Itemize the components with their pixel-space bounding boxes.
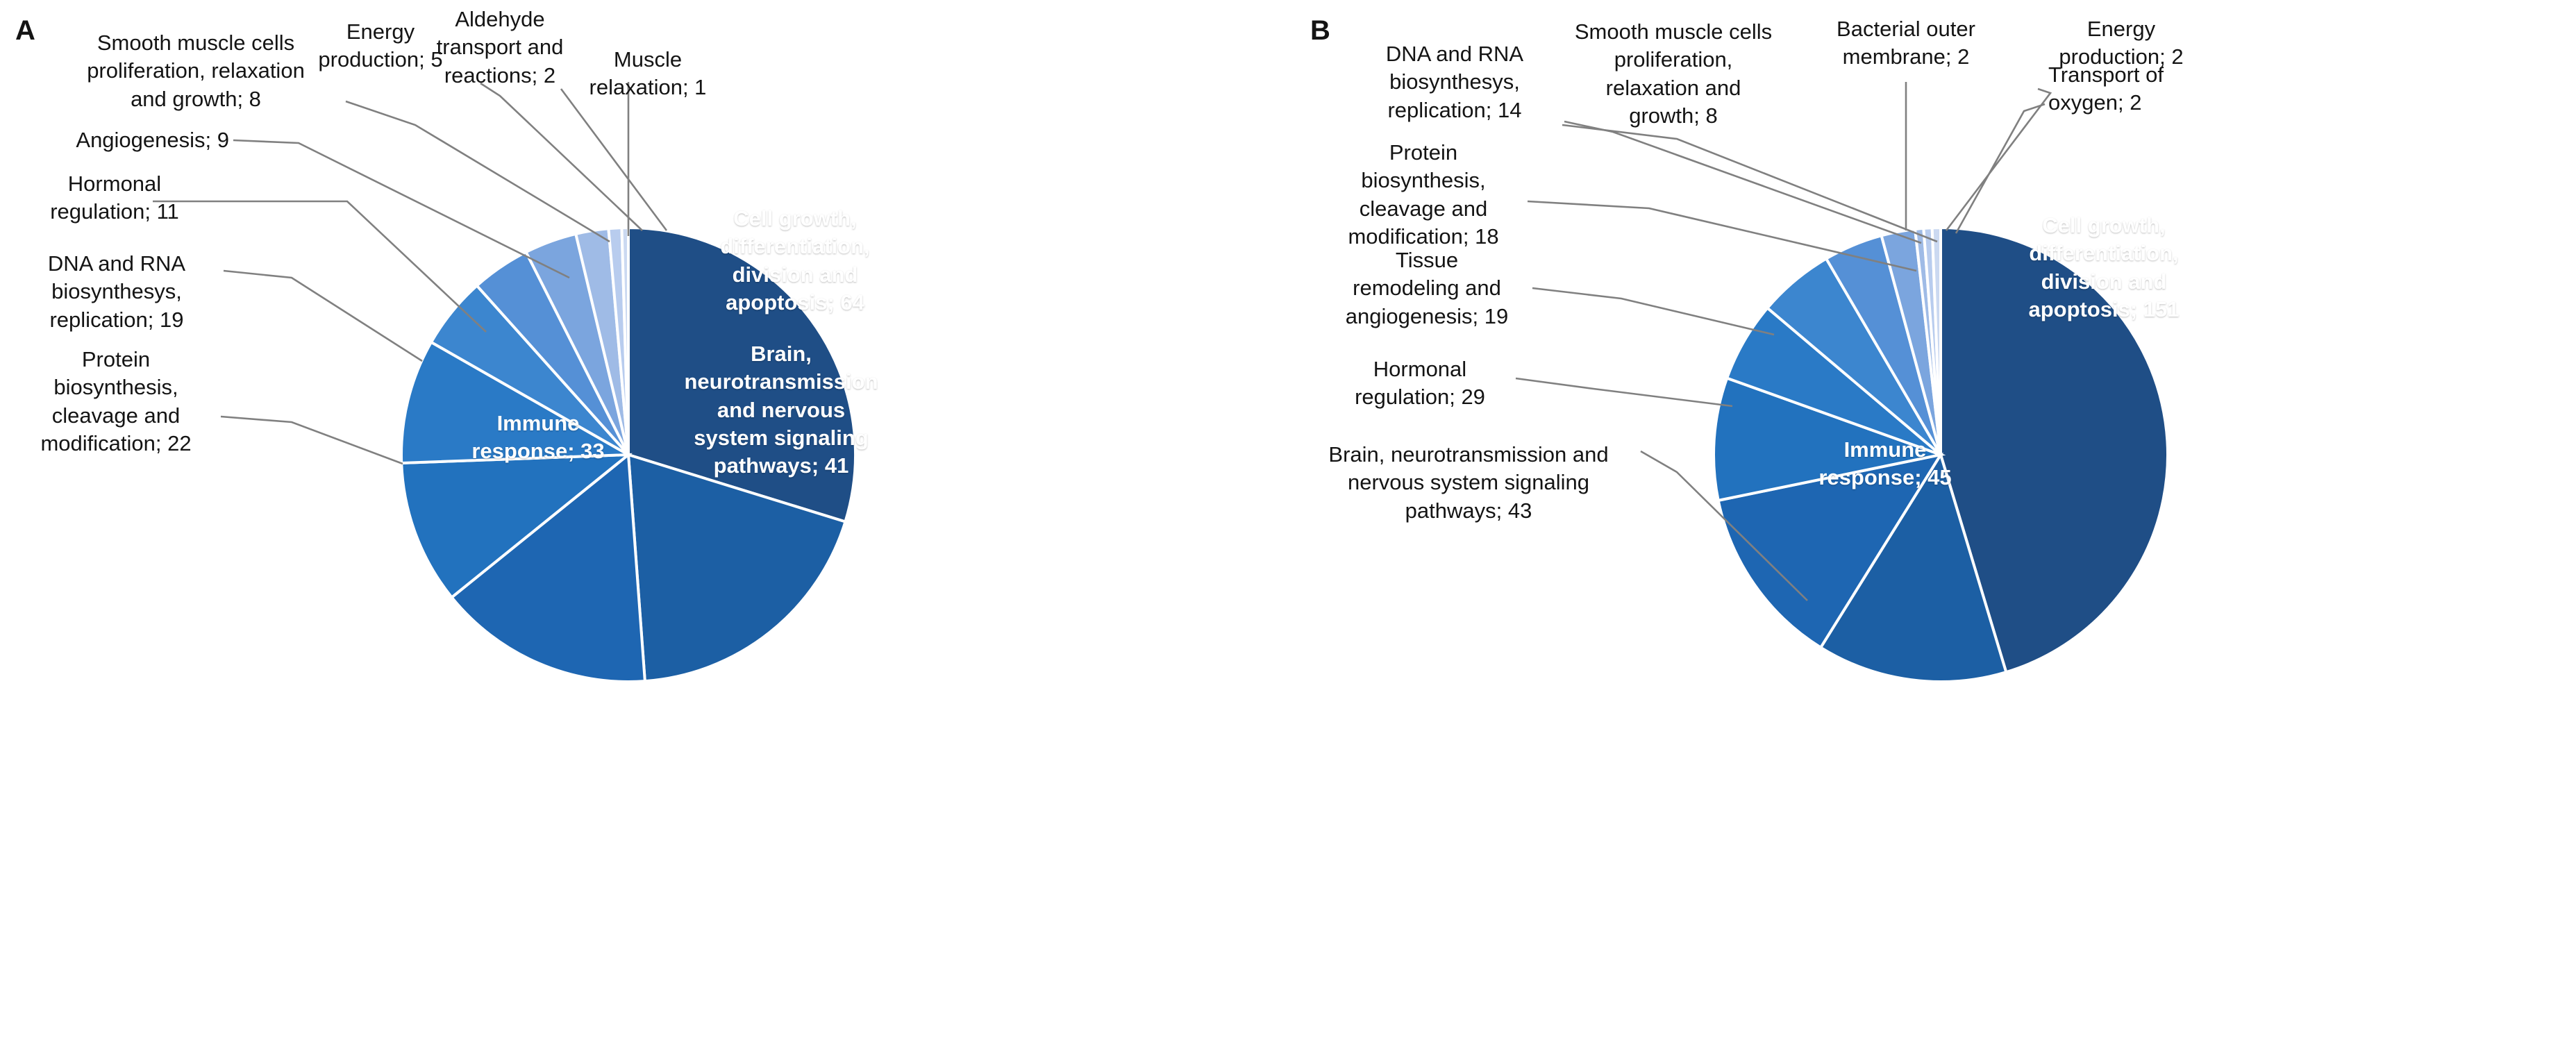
- pie-slice: [1930, 226, 1942, 455]
- label-immune-a: Immune response; 33: [471, 411, 605, 464]
- label-smooth-muscle-a: Smooth muscle cells proliferation, relax…: [87, 31, 305, 111]
- pie-chart-b: [1515, 82, 2169, 683]
- label-hormonal-b: Hormonal regulation; 29: [1355, 357, 1485, 410]
- pie-slice: [1712, 376, 1946, 503]
- label-smooth-muscle-b: Smooth muscle cells proliferation, relax…: [1574, 19, 1773, 128]
- leader-line: [233, 139, 570, 279]
- label-bacterial-b: Bacterial outer membrane; 2: [1837, 17, 1975, 69]
- leader-line: [1515, 377, 1733, 408]
- pie-slice: [400, 340, 634, 465]
- leader-line: [153, 200, 487, 333]
- leader-line: [1532, 287, 1775, 336]
- leader-line: [223, 269, 423, 362]
- label-dna-rna-a: DNA and RNA biosynthesys, replication; 1…: [47, 251, 186, 332]
- label-cell-growth-b: Cell growth, differentiation, division a…: [2028, 213, 2180, 321]
- panel-a-letter: A: [15, 15, 36, 46]
- leader-line: [345, 100, 610, 243]
- leader-line: [1527, 200, 1917, 272]
- label-muscle-relaxation-a: Muscle relaxation; 1: [589, 47, 707, 100]
- label-protein-b: Protein biosynthesis, cleavage and modif…: [1348, 140, 1499, 249]
- label-immune-b: Immune response; 45: [1818, 437, 1952, 490]
- label-brain-a: Brain, neurotransmission and nervous sys…: [684, 342, 878, 478]
- label-aldehyde-a: Aldehyde transport and reactions; 2: [436, 7, 564, 87]
- pie-slice: [1939, 226, 2169, 674]
- label-tissue-b: Tissue remodeling and angiogenesis; 19: [1345, 248, 1509, 328]
- label-protein-a: Protein biosynthesis, cleavage and modif…: [40, 347, 192, 455]
- panel-b-letter: B: [1310, 15, 1331, 46]
- panel-a: A Smooth muscle cells proliferation, rel…: [15, 7, 878, 683]
- panel-b: B DNA and RNA biosynthesys, replication;…: [1288, 0, 2576, 1049]
- pie-chart-a: [153, 82, 857, 683]
- label-energy-production-a: Energy production; 5: [318, 19, 443, 72]
- leader-line: [220, 415, 403, 465]
- pie-slice: [449, 452, 647, 683]
- leader-line: [1640, 450, 1808, 601]
- label-energy-production-b: Energy production; 2: [2059, 17, 2184, 69]
- label-angiogenesis-a: Angiogenesis; 9: [76, 128, 229, 152]
- leader-line: [1945, 87, 2052, 231]
- pie-slice: [400, 453, 633, 600]
- leader-line: [1955, 103, 2046, 234]
- label-cell-growth-a: Cell growth, differentiation, division a…: [720, 206, 870, 314]
- label-hormonal-a: Hormonal regulation; 11: [50, 171, 179, 224]
- label-transport-oxygen-b: Transport of oxygen; 2: [2048, 62, 2164, 115]
- leader-line: [1564, 120, 1922, 244]
- leader-line: [560, 88, 668, 231]
- label-dna-rna-b: DNA and RNA biosynthesys, replication; 1…: [1385, 42, 1524, 122]
- pie-slice: [627, 226, 857, 523]
- leader-line: [480, 82, 643, 231]
- label-brain-b: Brain, neurotransmission and nervous sys…: [1328, 442, 1609, 523]
- leader-line: [1562, 124, 1938, 243]
- pie-slice: [1818, 451, 2008, 683]
- pie-slice: [626, 453, 847, 683]
